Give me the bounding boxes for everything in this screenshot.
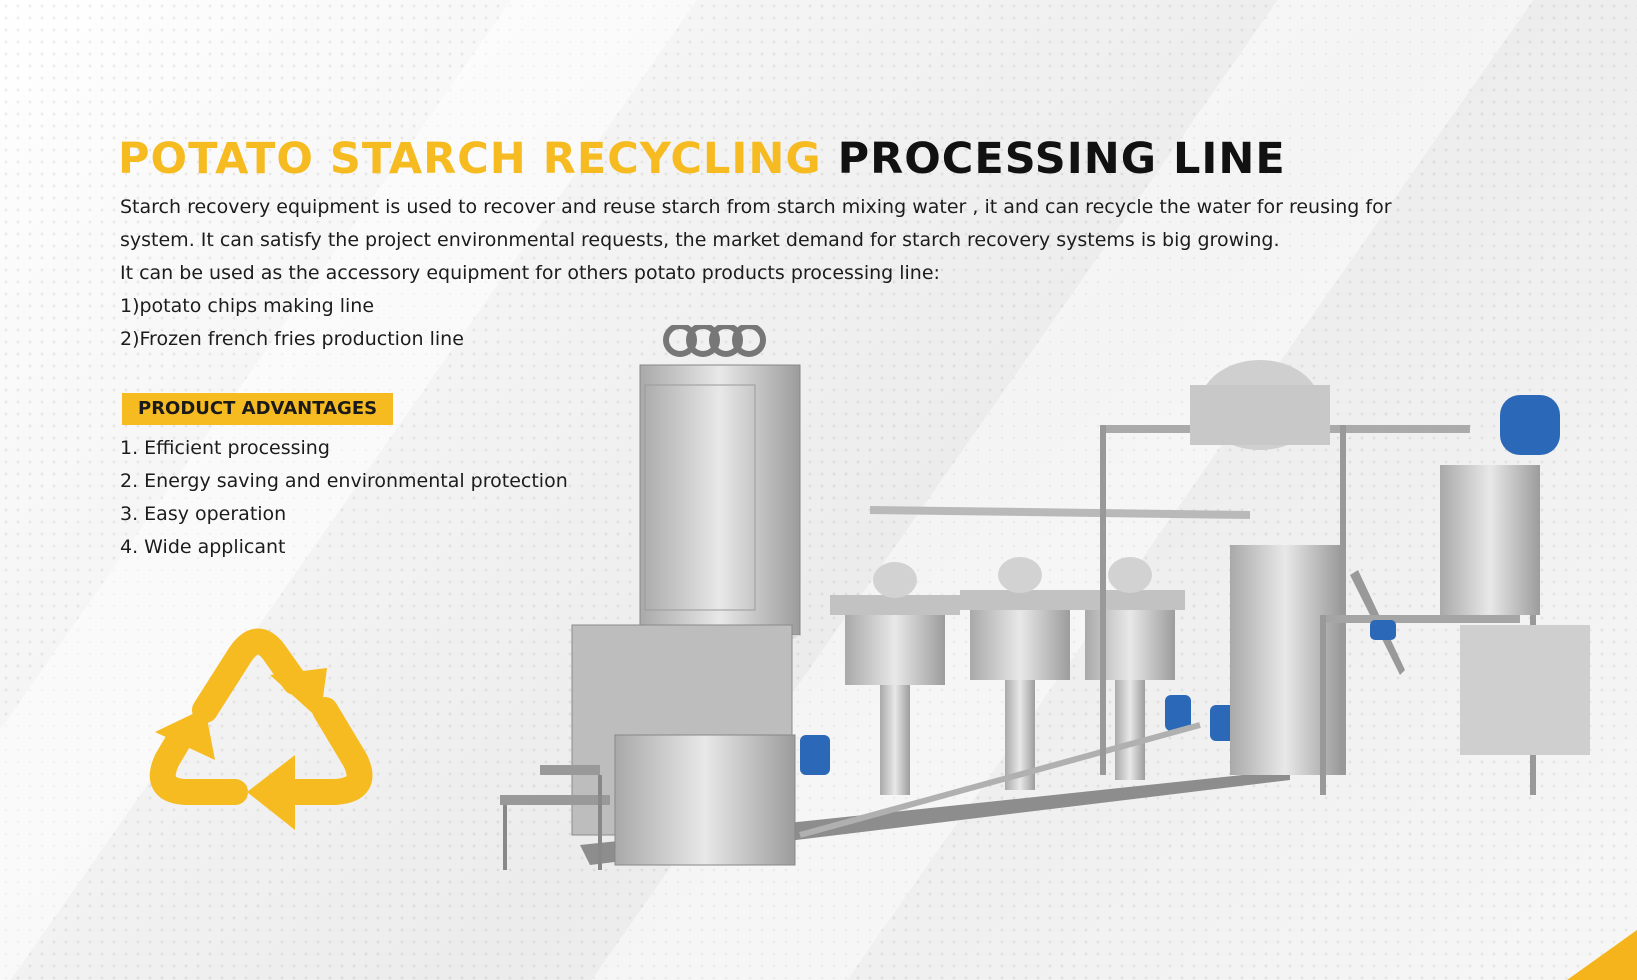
title-rest: PROCESSING LINE	[837, 134, 1286, 184]
advantage-item: 1. Efficient processing	[120, 437, 330, 459]
description-line: It can be used as the accessory equipmen…	[120, 262, 940, 284]
advantage-item: 3. Easy operation	[120, 503, 287, 525]
advantage-item: 4. Wide applicant	[120, 536, 286, 558]
recycle-icon	[149, 628, 373, 830]
page-title: POTATO STARCH RECYCLING PROCESSING LINE	[118, 134, 1286, 184]
description: Starch recovery equipment is used to rec…	[120, 191, 1520, 356]
description-line: 1)potato chips making line	[120, 295, 375, 317]
description-line: Starch recovery equipment is used to rec…	[120, 196, 1392, 218]
description-line: 2)Frozen french fries production line	[120, 328, 464, 350]
advantage-item: 2. Energy saving and environmental prote…	[120, 470, 568, 492]
processing-line-machine-image	[500, 325, 1590, 870]
title-highlight: POTATO STARCH RECYCLING	[118, 134, 822, 184]
advantages-list: 1. Efficient processing 2. Energy saving…	[120, 432, 568, 564]
advantages-heading: PRODUCT ADVANTAGES	[122, 393, 394, 425]
description-line: system. It can satisfy the project envir…	[120, 229, 1280, 251]
